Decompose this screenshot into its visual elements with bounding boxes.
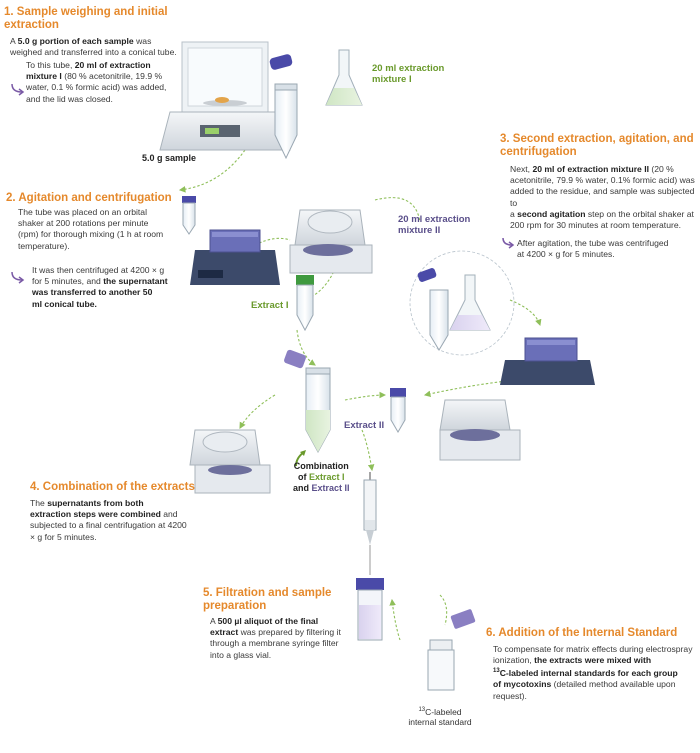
step2-bullet: It was then centrifuged at 4200 × g for … [32, 265, 168, 309]
orbital-shaker-1 [190, 229, 280, 285]
small-tube-1 [182, 196, 196, 235]
extract-2-tube [390, 388, 406, 433]
mixture-2-circle [409, 250, 515, 356]
combination-tube [305, 367, 331, 454]
step5-title: 5. Filtration and sample preparation [203, 587, 332, 612]
step5-text: A 500 µl aliquot of the final extract wa… [210, 616, 341, 660]
step4-title: 4. Combination of the extracts [30, 481, 195, 493]
step1-bullet: To this tube, 20 ml of extraction mixtur… [26, 60, 167, 104]
syringe-filter [363, 472, 377, 575]
step3-title: 3. Second extraction, agitation, and cen… [500, 133, 694, 158]
step2-title: 2. Agitation and centrifugation [6, 192, 172, 204]
centrifuge-2 [439, 399, 521, 461]
extract2-label: Extract II [344, 420, 385, 431]
step6-title: 6. Addition of the Internal Standard [486, 627, 678, 639]
mixture1-label: 20 ml extraction mixture I [372, 63, 445, 85]
step3-text: Next, 20 ml of extraction mixture II (20… [510, 164, 695, 231]
step1-text: A 5.0 g portion of each sample was weigh… [10, 36, 177, 58]
extract1-label: Extract I [251, 300, 289, 311]
bullet-arrows [11, 83, 515, 284]
conical-tube-1 [269, 54, 298, 160]
combination-label: Combination of Extract I and Extract II [293, 461, 350, 493]
flask-mixture-1 [325, 49, 363, 106]
step3-bullet: After agitation, the tube was centrifuge… [517, 238, 669, 260]
purple-lid [284, 349, 306, 369]
step1-title-line2: extraction [4, 19, 59, 31]
step4-text: The supernatants from both extraction st… [30, 498, 187, 542]
extract-1-tube [296, 275, 314, 332]
step1-title-line1: 1. Sample weighing and initial [4, 6, 168, 18]
step1-title: 1. Sample weighing and initial extractio… [4, 6, 168, 32]
step6-text: To compensate for matrix effects during … [493, 644, 693, 701]
internal-standard-label: 13C-labeled internal standard [408, 706, 472, 728]
internal-standard-vial [427, 609, 476, 691]
centrifuge-3 [189, 429, 271, 494]
step2-text: The tube was placed on an orbital shaker… [18, 207, 164, 251]
sample-label: 5.0 g sample [142, 153, 197, 163]
glass-vial [356, 578, 384, 641]
centrifuge-1 [289, 209, 373, 274]
mixture2-label: 20 ml extraction mixture II [398, 214, 471, 236]
analytical-balance [159, 41, 291, 151]
orbital-shaker-2 [500, 337, 595, 385]
